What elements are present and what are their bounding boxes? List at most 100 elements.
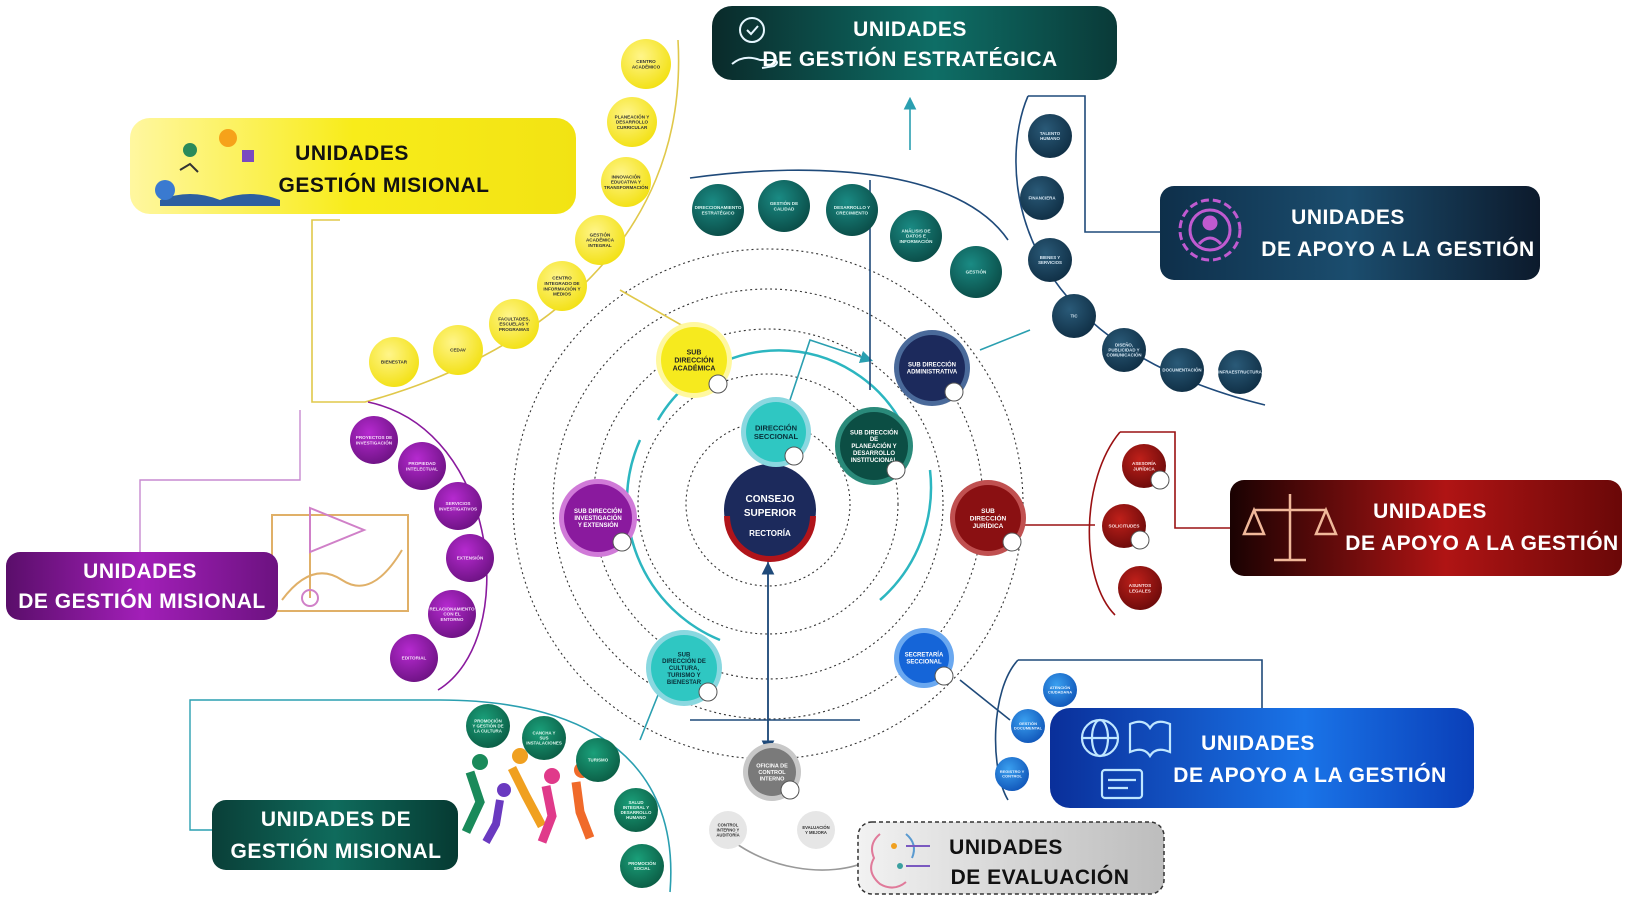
admin-unit-label: DOCUMENTACIÓN [1162,368,1201,373]
purple-unit[interactable]: EDITORIAL [390,634,438,682]
green-arc [439,699,672,893]
strategic-unit-label: DESARROLLO Y [834,205,870,210]
admin-unit-circle [1020,176,1064,220]
strategic-unit-label: GESTIÓN [966,268,987,275]
legal-unit-label: ASUNTOS [1129,583,1151,588]
purple-unit-circle [350,416,398,464]
legal-unit-label: LEGALES [1129,588,1151,593]
strategic-unit-label: CALIDAD [774,206,795,211]
admin-unit[interactable]: DOCUMENTACIÓN [1160,348,1204,392]
yellow-unit[interactable]: CEDAV [433,325,483,375]
purple-link [139,410,301,555]
culture-unit-label: SOCIAL [634,866,651,871]
admin-unit[interactable]: TIC [1052,294,1096,338]
purple-unit-circle [446,534,494,582]
svg-text:UNIDADES: UNIDADES [1373,500,1487,523]
yellow-unit-label: ACADÉMICO [632,62,661,69]
center-consejo-superior[interactable]: CONSEJO SUPERIOR RECTORÍA [724,464,816,562]
banner-apoyo-navy: UNIDADES DE APOYO A LA GESTIÓN [1160,186,1540,280]
hub-control-interno-label: OFICINA DE [756,764,788,770]
admin-unit[interactable]: INFRAESTRUCTURA [1218,350,1263,394]
svg-text:UNIDADES: UNIDADES [1201,732,1315,755]
admin-link [1028,95,1160,233]
hub-sub-juridica-label: JURÍDICA [973,521,1004,530]
banner-misional-yellow: UNIDADES GESTIÓN MISIONAL [130,118,576,214]
svg-text:RECTORÍA: RECTORÍA [749,529,791,538]
hub-sub-academica-label: SUB [687,349,702,356]
purple-unit-label: SERVICIOS [446,501,471,506]
sub-juridica-icon [1002,532,1022,552]
purple-arc [367,401,488,691]
admin-unit-label: BIENES Y [1040,255,1060,260]
svg-text:UNIDADES DE: UNIDADES DE [261,808,411,831]
strategic-unit-label: CRECIMIENTO [836,210,869,215]
purple-unit[interactable]: EXTENSIÓN [446,534,494,582]
control-interno-icon [780,780,800,800]
strategic-unit-circle [692,184,744,236]
admin-unit[interactable]: FINANCIERA [1020,176,1064,220]
hub-sub-cultura-label: TURISMO Y [667,673,700,679]
sub-investigacion-icon [612,532,632,552]
admin-unit-circle [1052,294,1096,338]
evaluation-unit-label: AUDITORÍA [716,832,739,837]
sub-cultura-icon [698,682,718,702]
sub-administrativa-icon [944,382,964,402]
yellow-unit[interactable]: BIENESTAR [369,337,419,387]
hub-secretaria-seccional-label: SECCIONAL [906,660,942,666]
hub-sub-investigacion-label: INVESTIGACIÓN [574,514,621,522]
yellow-unit-label: INNOVACIÓN [611,172,641,179]
evaluation-unit-circle [709,811,747,849]
hub-direccion-seccional-label: SECCIONAL [754,432,799,441]
svg-text:DE GESTIÓN ESTRATÉGICA: DE GESTIÓN ESTRATÉGICA [762,47,1057,71]
blue-link [1018,659,1263,708]
direccion-seccional-icon [784,446,804,466]
strategic-unit-circle [950,246,1002,298]
admin-unit-circle [1102,328,1146,372]
gear-person-icon [1178,198,1242,262]
hub-sub-juridica-label: DIRECCIÓN [970,513,1007,522]
purple-unit-label: EXTENSIÓN [457,554,484,561]
culture-unit-circle [620,844,664,888]
strategic-unit[interactable]: GESTIÓN [950,246,1002,298]
hub-sub-investigacion-circle [564,484,632,552]
svg-text:DE APOYO A LA GESTIÓN: DE APOYO A LA GESTIÓN [1173,763,1446,787]
yellow-unit-circle [489,299,539,349]
book-ideas-icon [155,129,280,206]
hub-sub-administrativa-label: SUB DIRECCIÓN [908,361,956,369]
culture-unit-circle [614,788,658,832]
secretary-unit-label: DOCUMENTAL [1014,726,1043,731]
secretary-unit-label: CIUDADANA [1048,690,1072,695]
yellow-unit-label: EDUCATIVA Y [611,180,641,185]
culture-unit[interactable]: TURISMO [576,738,620,782]
secretary-unit-circle [1011,709,1045,743]
culture-unit-label: PROMOCIÓN [628,861,656,866]
admin-unit-label: TIC [1070,314,1078,319]
